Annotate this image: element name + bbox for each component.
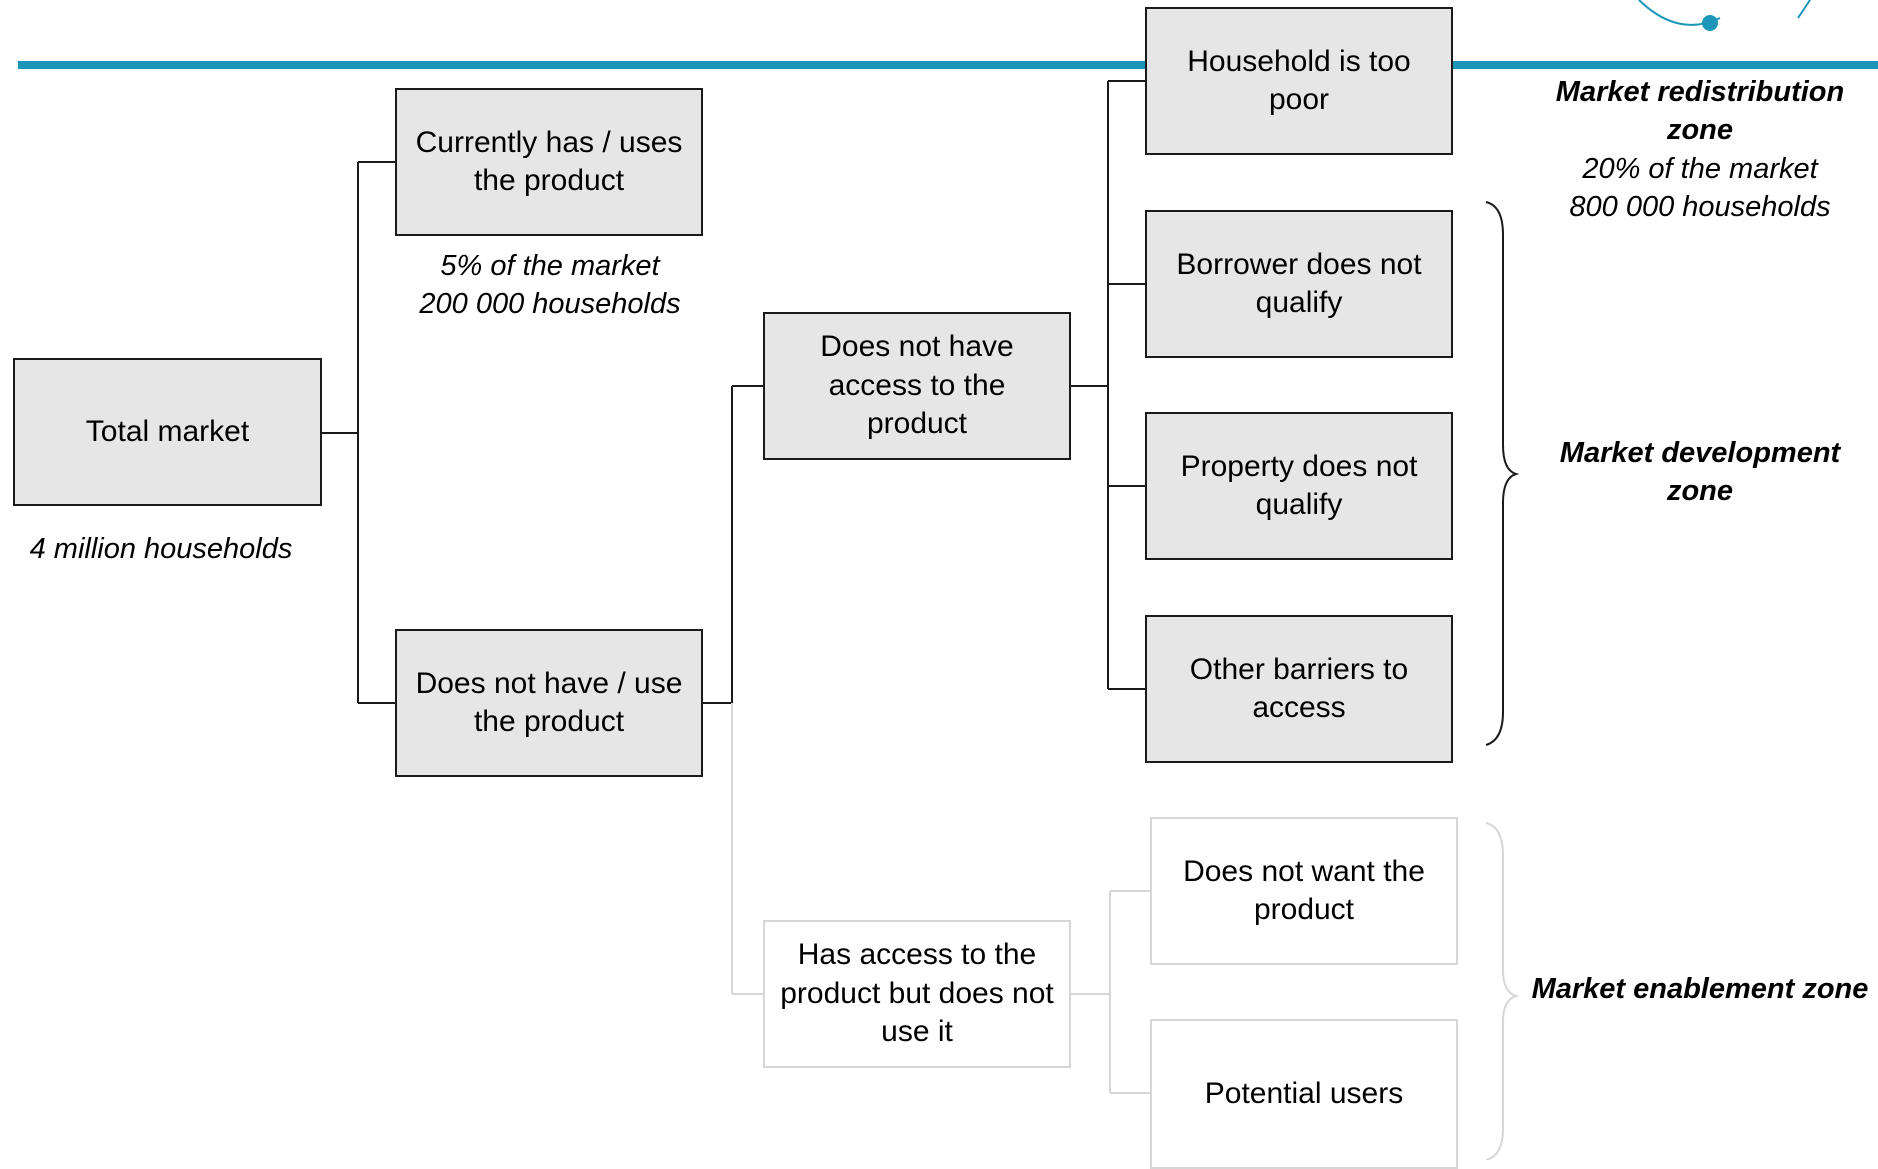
node-other-barriers: Other barriers to access xyxy=(1145,615,1453,763)
node-total-market: Total market xyxy=(13,358,322,506)
node-currently-has: Currently has / uses the product xyxy=(395,88,703,236)
development-zone-label: Market development zone xyxy=(1559,437,1841,508)
node-too-poor: Household is too poor xyxy=(1145,7,1453,155)
development-brace xyxy=(1485,201,1520,746)
node-potential-users: Potential users xyxy=(1150,1019,1458,1169)
node-borrower-not-qualify: Borrower does not qualify xyxy=(1145,210,1453,358)
total-households-note: 4 million households xyxy=(29,533,293,565)
node-does-not-have: Does not have / use the product xyxy=(395,629,703,777)
node-has-access-not-use: Has access to the product but does not u… xyxy=(763,920,1071,1068)
enablement-brace xyxy=(1485,822,1520,1160)
header-accent-bar xyxy=(18,61,1878,69)
logo-icon xyxy=(1638,0,1811,31)
node-no-access: Does not have access to the product xyxy=(763,312,1071,460)
node-does-not-want: Does not want the product xyxy=(1150,817,1458,965)
redistribution-zone-label: Market redistribution zone 20% of the ma… xyxy=(1555,76,1845,223)
node-property-not-qualify: Property does not qualify xyxy=(1145,412,1453,560)
enablement-zone-label: Market enablement zone xyxy=(1531,973,1869,1005)
